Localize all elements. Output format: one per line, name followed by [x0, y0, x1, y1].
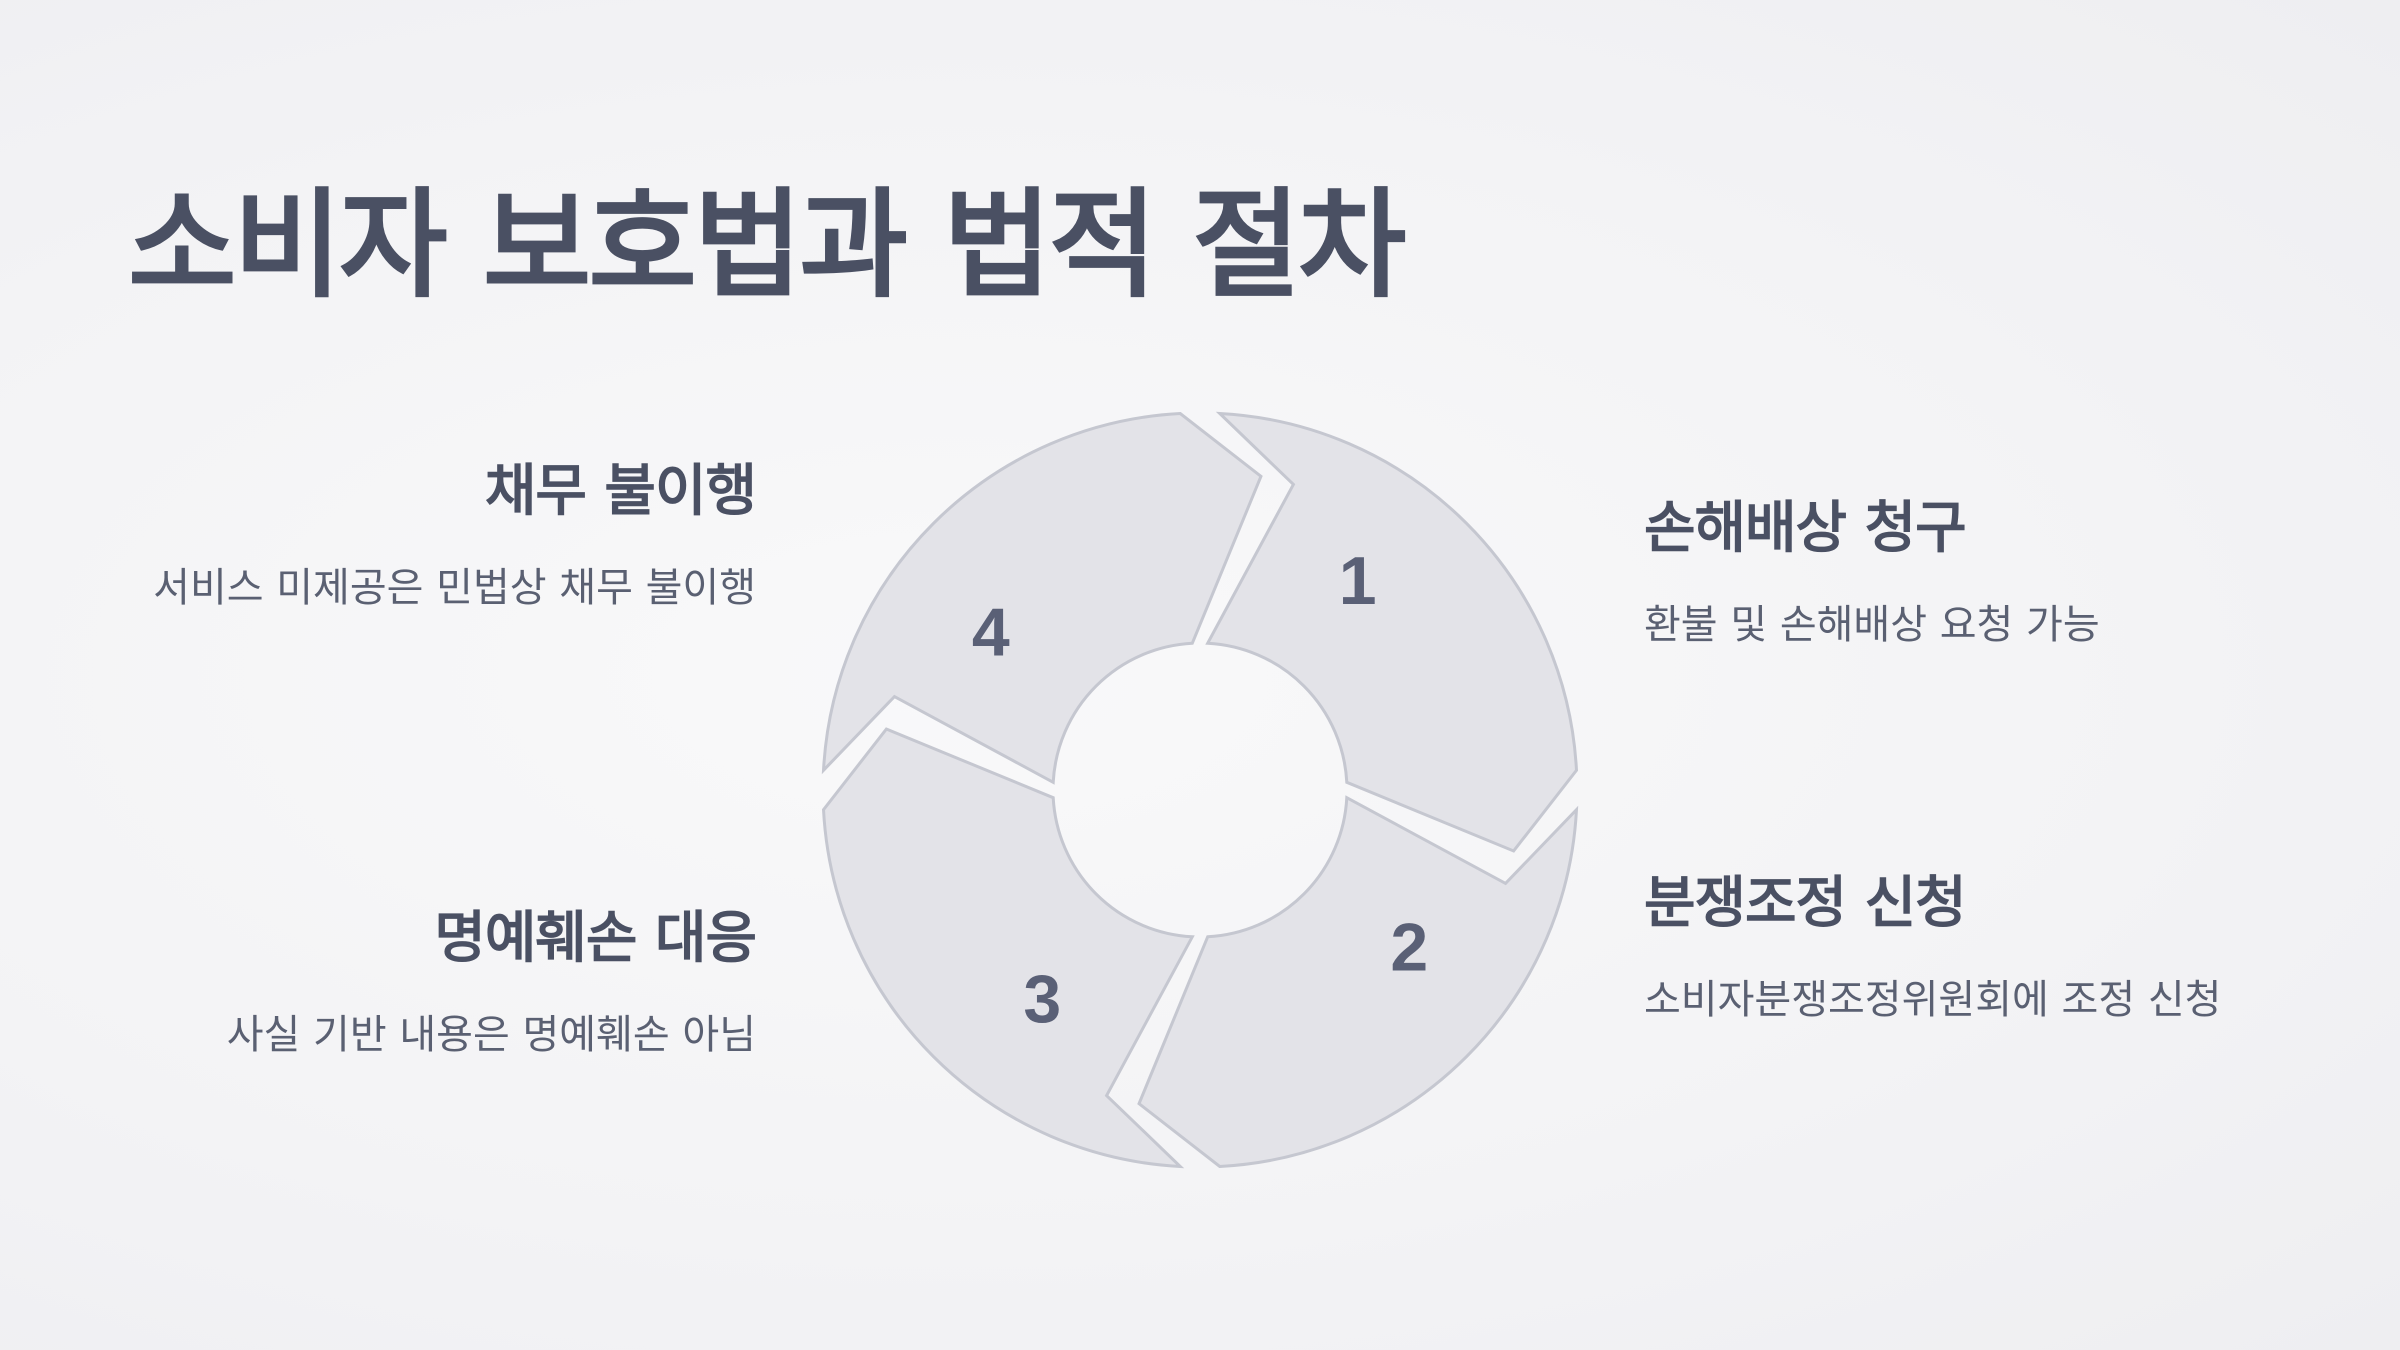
step-3-title: 분쟁조정 신청	[1644, 871, 1967, 936]
step-1-title: 채무 불이행	[484, 459, 757, 524]
step-4-text: 명예훼손 대응 사실 기반 내용은 명예훼손 아님	[120, 905, 757, 1070]
step-2-text: 손해배상 청구 환불 및 손해배상 요청 가능	[1644, 495, 2264, 660]
cycle-segment-3	[821, 727, 1195, 1169]
cycle-segment-1	[1205, 411, 1579, 853]
step-1-description: 서비스 미제공은 민법상 채무 불이행	[153, 565, 756, 612]
cycle-segment-4	[821, 411, 1263, 785]
step-4-number: 4	[972, 594, 1010, 670]
step-2-title: 손해배상 청구	[1644, 496, 1967, 561]
step-1-number: 1	[1339, 543, 1377, 619]
step-1-text: 채무 불이행 서비스 미제공은 민법상 채무 불이행	[120, 458, 757, 623]
step-4-title: 명예훼손 대응	[434, 906, 757, 971]
step-3-text: 분쟁조정 신청 소비자분쟁조정위원회에 조정 신청	[1644, 870, 2264, 1035]
step-3-number: 3	[1023, 961, 1061, 1037]
step-4-description: 사실 기반 내용은 명예훼손 아님	[226, 1012, 756, 1059]
step-2-number: 2	[1390, 910, 1428, 986]
step-2-description: 환불 및 손해배상 요청 가능	[1644, 602, 2100, 649]
step-3-description: 소비자분쟁조정위원회에 조정 신청	[1644, 977, 2222, 1024]
page-title: 소비자 보호법과 법적 절차	[128, 176, 1406, 314]
cycle-segment-2	[1137, 795, 1579, 1169]
